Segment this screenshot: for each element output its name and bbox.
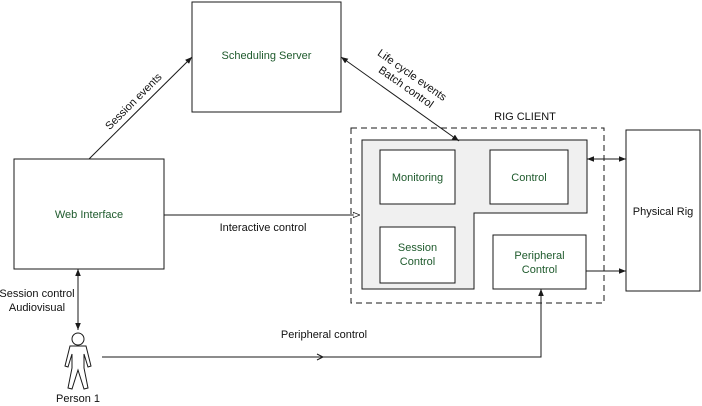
web-interface-box [13, 158, 165, 270]
monitoring-label: Monitoring [392, 172, 443, 184]
rig-client-container [350, 127, 605, 304]
session-events-label: Session events [103, 71, 165, 133]
person-label: Person 1 [56, 393, 100, 405]
physical-rig-box [625, 129, 701, 292]
monitoring-box [379, 149, 456, 205]
control-box [489, 149, 569, 205]
rig-client-label: RIG CLIENT [494, 111, 556, 123]
peripheral-control-mid-arrow [316, 353, 325, 361]
scheduling-server-label: Scheduling Server [222, 50, 312, 62]
peripheral-control-connector [102, 289, 544, 358]
scheduling-server-box [191, 1, 342, 113]
interactive-control-label: Interactive control [220, 222, 307, 234]
person-icon [64, 332, 92, 390]
session-control-label-line1: Session [398, 242, 437, 254]
peripheral-control-label-line2: Control [522, 264, 557, 276]
session-control-label-line2: Control [400, 256, 435, 268]
peripheral-control-label-line1: Peripheral [514, 250, 564, 262]
control-label: Control [511, 172, 546, 184]
audiovisual-label: Audiovisual [9, 302, 65, 314]
web-interface-label: Web Interface [55, 209, 123, 221]
peripheral-control-edge-label: Peripheral control [281, 329, 367, 341]
lifecycle-connector [340, 56, 460, 142]
session-control-box [379, 226, 456, 284]
physical-rig-label: Physical Rig [633, 206, 694, 218]
peripheral-control-box [492, 234, 587, 290]
session-events-connector [88, 56, 193, 160]
session-control-edge-label: Session control [0, 288, 75, 300]
